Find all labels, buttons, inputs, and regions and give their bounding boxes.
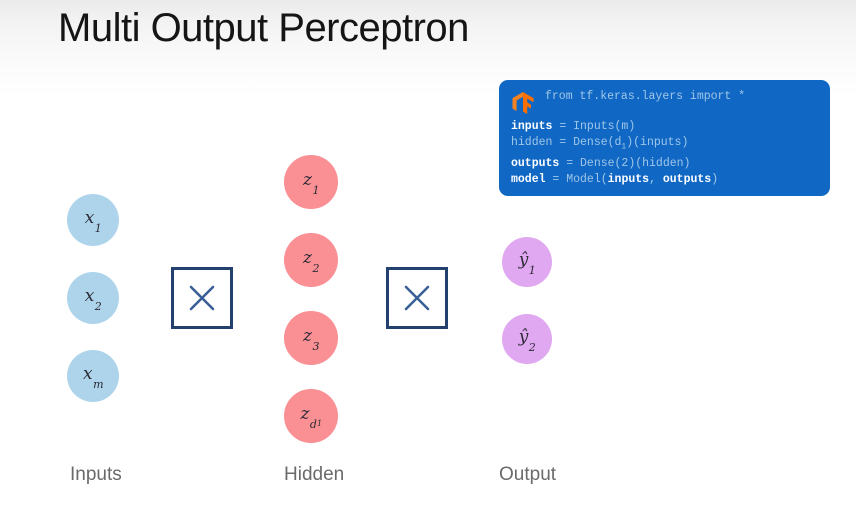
output-node-yhat1: ŷ1 <box>502 237 552 287</box>
node-label: zd1 <box>300 404 323 431</box>
tensorflow-logo-icon <box>510 90 536 116</box>
node-label: x1 <box>84 208 102 235</box>
hidden-node-z3: z3 <box>284 311 338 365</box>
hidden-node-zd1: zd1 <box>284 389 338 443</box>
node-label: z2 <box>303 248 320 275</box>
node-label: z3 <box>303 326 320 353</box>
code-line-import: from tf.keras.layers import * <box>545 90 746 103</box>
multiply-icon <box>401 282 433 314</box>
page-title: Multi Output Perceptron <box>58 6 469 50</box>
code-line-outputs: outputs = Dense(2)(hidden) <box>511 156 691 170</box>
layer-caption-output: Output <box>499 464 557 485</box>
code-line-hidden: hidden = Dense(d1)(inputs) <box>511 136 689 152</box>
node-label: ŷ1 <box>518 250 536 277</box>
node-label: xm <box>82 364 104 391</box>
code-line-model: model = Model(inputs, outputs) <box>511 173 719 187</box>
layer-caption-hidden: Hidden <box>284 464 345 485</box>
output-node-yhat2: ŷ2 <box>502 314 552 364</box>
code-snippet-card: from tf.keras.layers import * inputs = I… <box>499 80 830 196</box>
layer-caption-inputs: Inputs <box>70 464 122 485</box>
hidden-node-z1: z1 <box>284 155 338 209</box>
node-label: x2 <box>84 286 102 313</box>
input-node-x1: x1 <box>67 194 119 246</box>
hidden-node-z2: z2 <box>284 233 338 287</box>
multiply-icon <box>186 282 218 314</box>
input-node-xm: xm <box>67 350 119 402</box>
multiply-operator-1 <box>171 267 233 329</box>
multiply-operator-2 <box>386 267 448 329</box>
code-line-inputs: inputs = Inputs(m) <box>511 119 636 133</box>
input-node-x2: x2 <box>67 272 119 324</box>
node-label: ŷ2 <box>518 327 536 354</box>
node-label: z1 <box>303 170 320 197</box>
